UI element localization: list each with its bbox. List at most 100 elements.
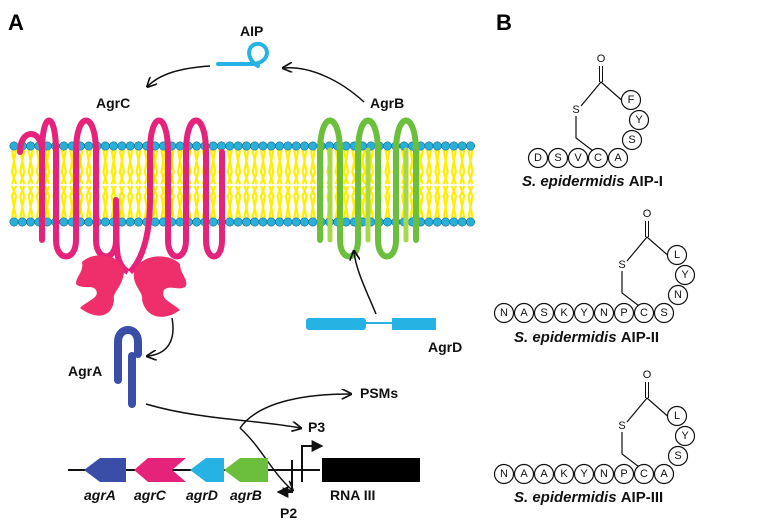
lipid-tail-upper	[85, 149, 92, 185]
lipid-tail-lower	[243, 185, 250, 219]
lipid-tail-lower	[176, 185, 184, 219]
lipid-tail-upper	[243, 149, 250, 185]
gene-agra-arrow	[84, 458, 126, 482]
lipid-head-outer	[125, 141, 135, 151]
agrc-stalk	[113, 199, 153, 275]
residue-circle	[573, 463, 595, 485]
residue-circle	[573, 302, 595, 324]
lipid-head-inner	[233, 217, 243, 227]
residue-label: C	[594, 152, 602, 164]
aip-caption: S. epidermidis AIP-I	[522, 173, 663, 190]
arrow-aip-to-agrc	[148, 65, 211, 86]
agrb-helix-light	[327, 147, 409, 243]
lipid-head-inner	[208, 217, 218, 227]
residue-circle	[653, 463, 675, 485]
lipid-tail-lower	[193, 185, 200, 219]
residue-circle	[674, 264, 696, 286]
lipid-tail-upper	[210, 149, 217, 185]
lipid-head-inner	[84, 217, 94, 227]
lipid-tail-upper	[44, 149, 51, 185]
lipid-tail-upper	[151, 149, 159, 185]
aip-label: AIP	[240, 23, 263, 39]
gene-label-agrd: agrD	[186, 487, 218, 503]
lipid-head-inner	[275, 217, 285, 227]
residue-label: A	[520, 307, 528, 319]
lipid-tail-upper	[127, 149, 134, 185]
lipid-head-inner	[299, 217, 309, 227]
oxygen-atom: O	[643, 208, 652, 220]
lipid-head-inner	[441, 217, 451, 227]
lipid-tail-upper	[27, 149, 34, 185]
lipid-tail-lower	[234, 185, 242, 219]
lipid-head-outer	[299, 141, 309, 151]
gene-label-agrb: agrB	[230, 487, 262, 503]
residue-label: V	[574, 152, 582, 164]
residue-label: C	[640, 307, 648, 319]
lipid-head-inner	[258, 217, 268, 227]
residue-label: N	[600, 468, 608, 480]
lipid-head-outer	[382, 141, 392, 151]
residue-circle	[527, 147, 549, 169]
residue-circle	[533, 463, 555, 485]
agrc-kinase-left	[76, 255, 124, 316]
lipid-head-outer	[258, 141, 268, 151]
lipid-tail-upper	[459, 149, 466, 185]
lipid-tail-upper	[359, 149, 366, 185]
lipid-tail-lower	[459, 185, 466, 219]
lipid-tail-upper	[118, 149, 126, 185]
lipid-head-outer	[241, 141, 251, 151]
carbonyl-double-bond	[645, 382, 649, 398]
lipid-tail-upper	[102, 149, 109, 185]
lipid-head-outer	[449, 141, 459, 151]
residue-label: K	[560, 307, 568, 319]
lipid-tail-lower	[251, 185, 258, 219]
lipid-head-outer	[117, 141, 127, 151]
agra-label: AgrA	[68, 363, 102, 379]
residue-circle	[667, 445, 689, 467]
lipid-head-inner	[291, 217, 301, 227]
sulfur-atom: S	[572, 104, 579, 116]
lipid-tail-upper	[450, 149, 458, 185]
species-name: S. epidermidis	[514, 489, 621, 506]
residue-circle	[547, 147, 569, 169]
agrd-label: AgrD	[428, 339, 462, 355]
aip-name: AIP-III	[621, 489, 664, 506]
residue-circle	[667, 284, 689, 306]
residue-label: D	[534, 152, 542, 164]
lipid-tail-upper	[276, 149, 283, 185]
lipid-tail-lower	[160, 185, 167, 219]
residue-label: A	[540, 468, 548, 480]
residue-circle	[567, 147, 589, 169]
lipid-head-outer	[109, 141, 119, 151]
residue-label: S	[660, 307, 667, 319]
gene-agrc-arrow	[134, 458, 186, 482]
lipid-head-outer	[432, 141, 442, 151]
lipid-tail-lower	[450, 185, 458, 219]
lipid-head-outer	[84, 141, 94, 151]
lipid-head-outer	[465, 141, 475, 151]
lipid-head-outer	[441, 141, 451, 151]
lipid-tail-upper	[434, 149, 441, 185]
residue-circle	[613, 302, 635, 324]
lipid-tail-lower	[425, 185, 433, 219]
residue-circle	[553, 463, 575, 485]
lipid-head-outer	[59, 141, 69, 151]
lipid-tail-upper	[135, 149, 142, 185]
lipid-head-outer	[192, 141, 202, 151]
lipid-tail-upper	[417, 149, 424, 185]
lipid-tail-lower	[85, 185, 92, 219]
residue-circle	[621, 129, 643, 151]
promoter-p2	[276, 460, 293, 498]
residue-label: L	[674, 410, 680, 422]
lipid-tail-lower	[226, 185, 233, 219]
residue-label: S	[674, 450, 681, 462]
lipid-head-outer	[275, 141, 285, 151]
lipid-tail-lower	[301, 185, 308, 219]
agrb-helices	[317, 117, 419, 260]
lipid-tail-upper	[384, 149, 391, 185]
lipid-tail-upper	[234, 149, 242, 185]
lipid-head-outer	[9, 141, 19, 151]
lipid-head-inner	[465, 217, 475, 227]
residue-label: K	[560, 468, 568, 480]
